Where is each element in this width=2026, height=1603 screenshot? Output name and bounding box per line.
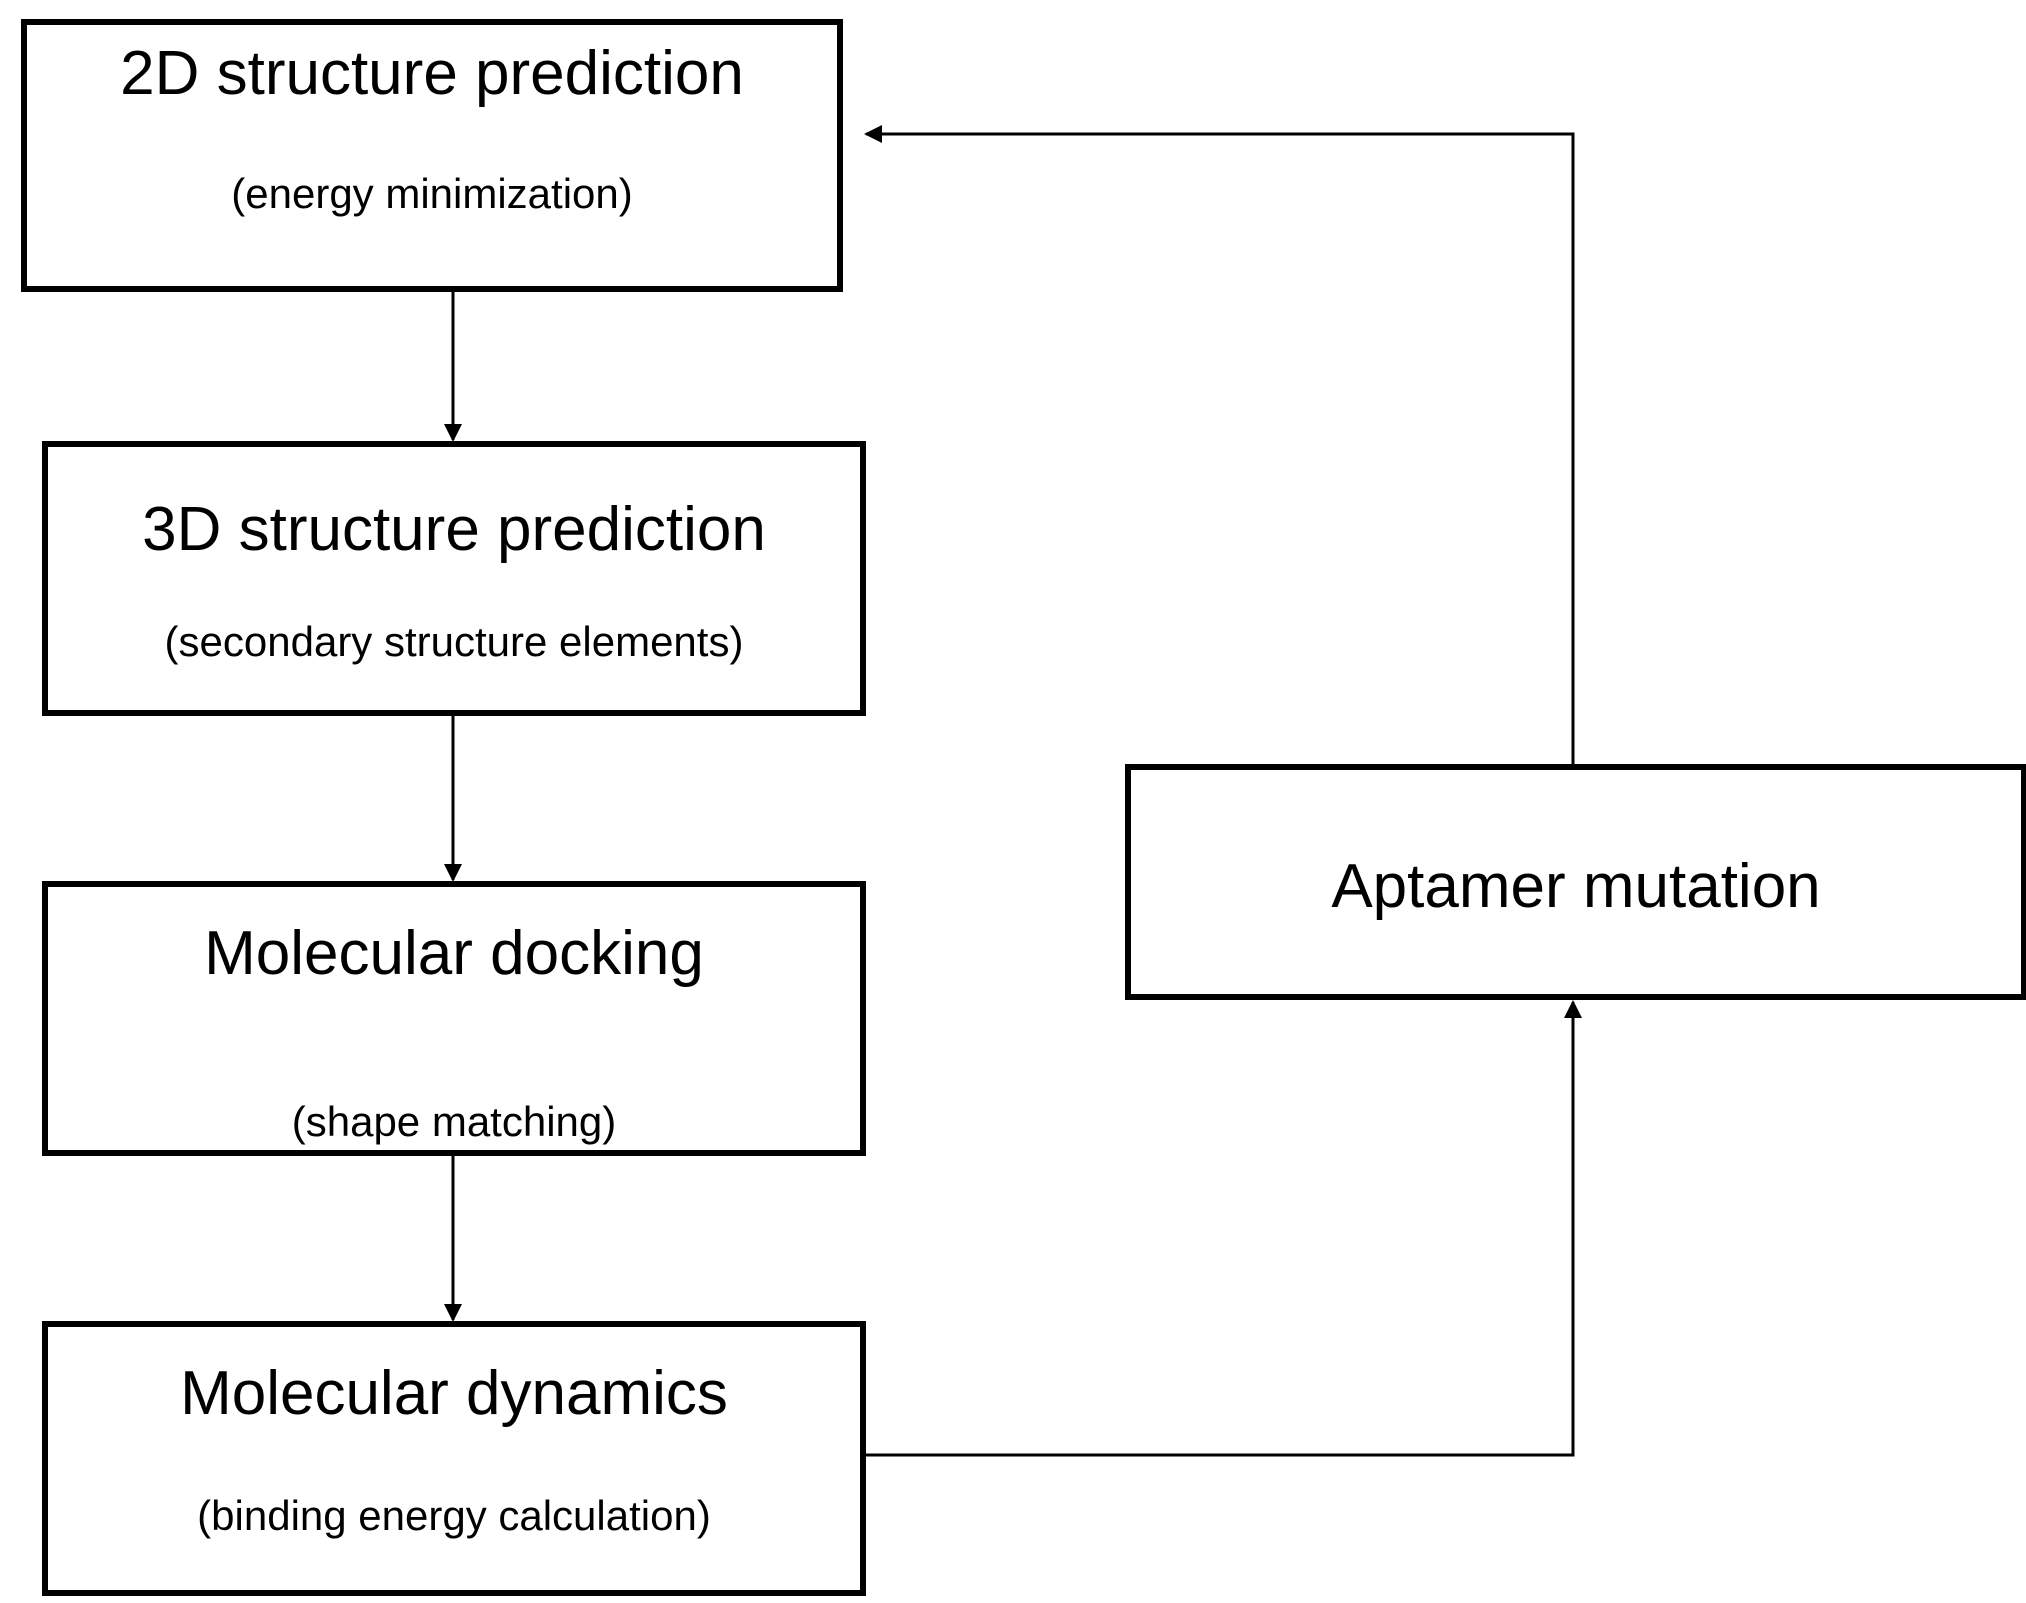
node-subtitle: (energy minimization) xyxy=(231,170,633,217)
arrow-mutation-to-2d xyxy=(866,132,1575,764)
arrowhead-dynamics-to-mutation-icon xyxy=(1564,1000,1582,1018)
arrowhead-mutation-to-2d-icon xyxy=(864,125,882,143)
node-title: Molecular dynamics xyxy=(180,1359,728,1428)
node-title: Aptamer mutation xyxy=(1331,852,1821,921)
node-2d-structure-prediction: 2D structure prediction (energy minimiza… xyxy=(21,19,843,292)
node-molecular-docking: Molecular docking (shape matching) xyxy=(42,881,866,1156)
node-title: 3D structure prediction xyxy=(142,495,766,564)
arrowhead-docking-to-dynamics-icon xyxy=(444,1304,462,1322)
node-subtitle: (shape matching) xyxy=(291,1098,617,1145)
node-aptamer-mutation: Aptamer mutation xyxy=(1125,764,2026,1000)
node-title: 2D structure prediction xyxy=(120,39,744,108)
arrowhead-3d-to-docking-icon xyxy=(444,864,462,882)
node-molecular-dynamics: Molecular dynamics (binding energy calcu… xyxy=(42,1321,866,1596)
node-subtitle: (binding energy calculation) xyxy=(197,1492,711,1539)
arrowhead-2d-to-3d-icon xyxy=(444,424,462,442)
arrow-dynamics-to-mutation xyxy=(866,1002,1575,1457)
node-3d-structure-prediction: 3D structure prediction (secondary struc… xyxy=(42,441,866,716)
node-subtitle: (secondary structure elements) xyxy=(164,618,744,665)
node-title: Molecular docking xyxy=(204,919,704,988)
